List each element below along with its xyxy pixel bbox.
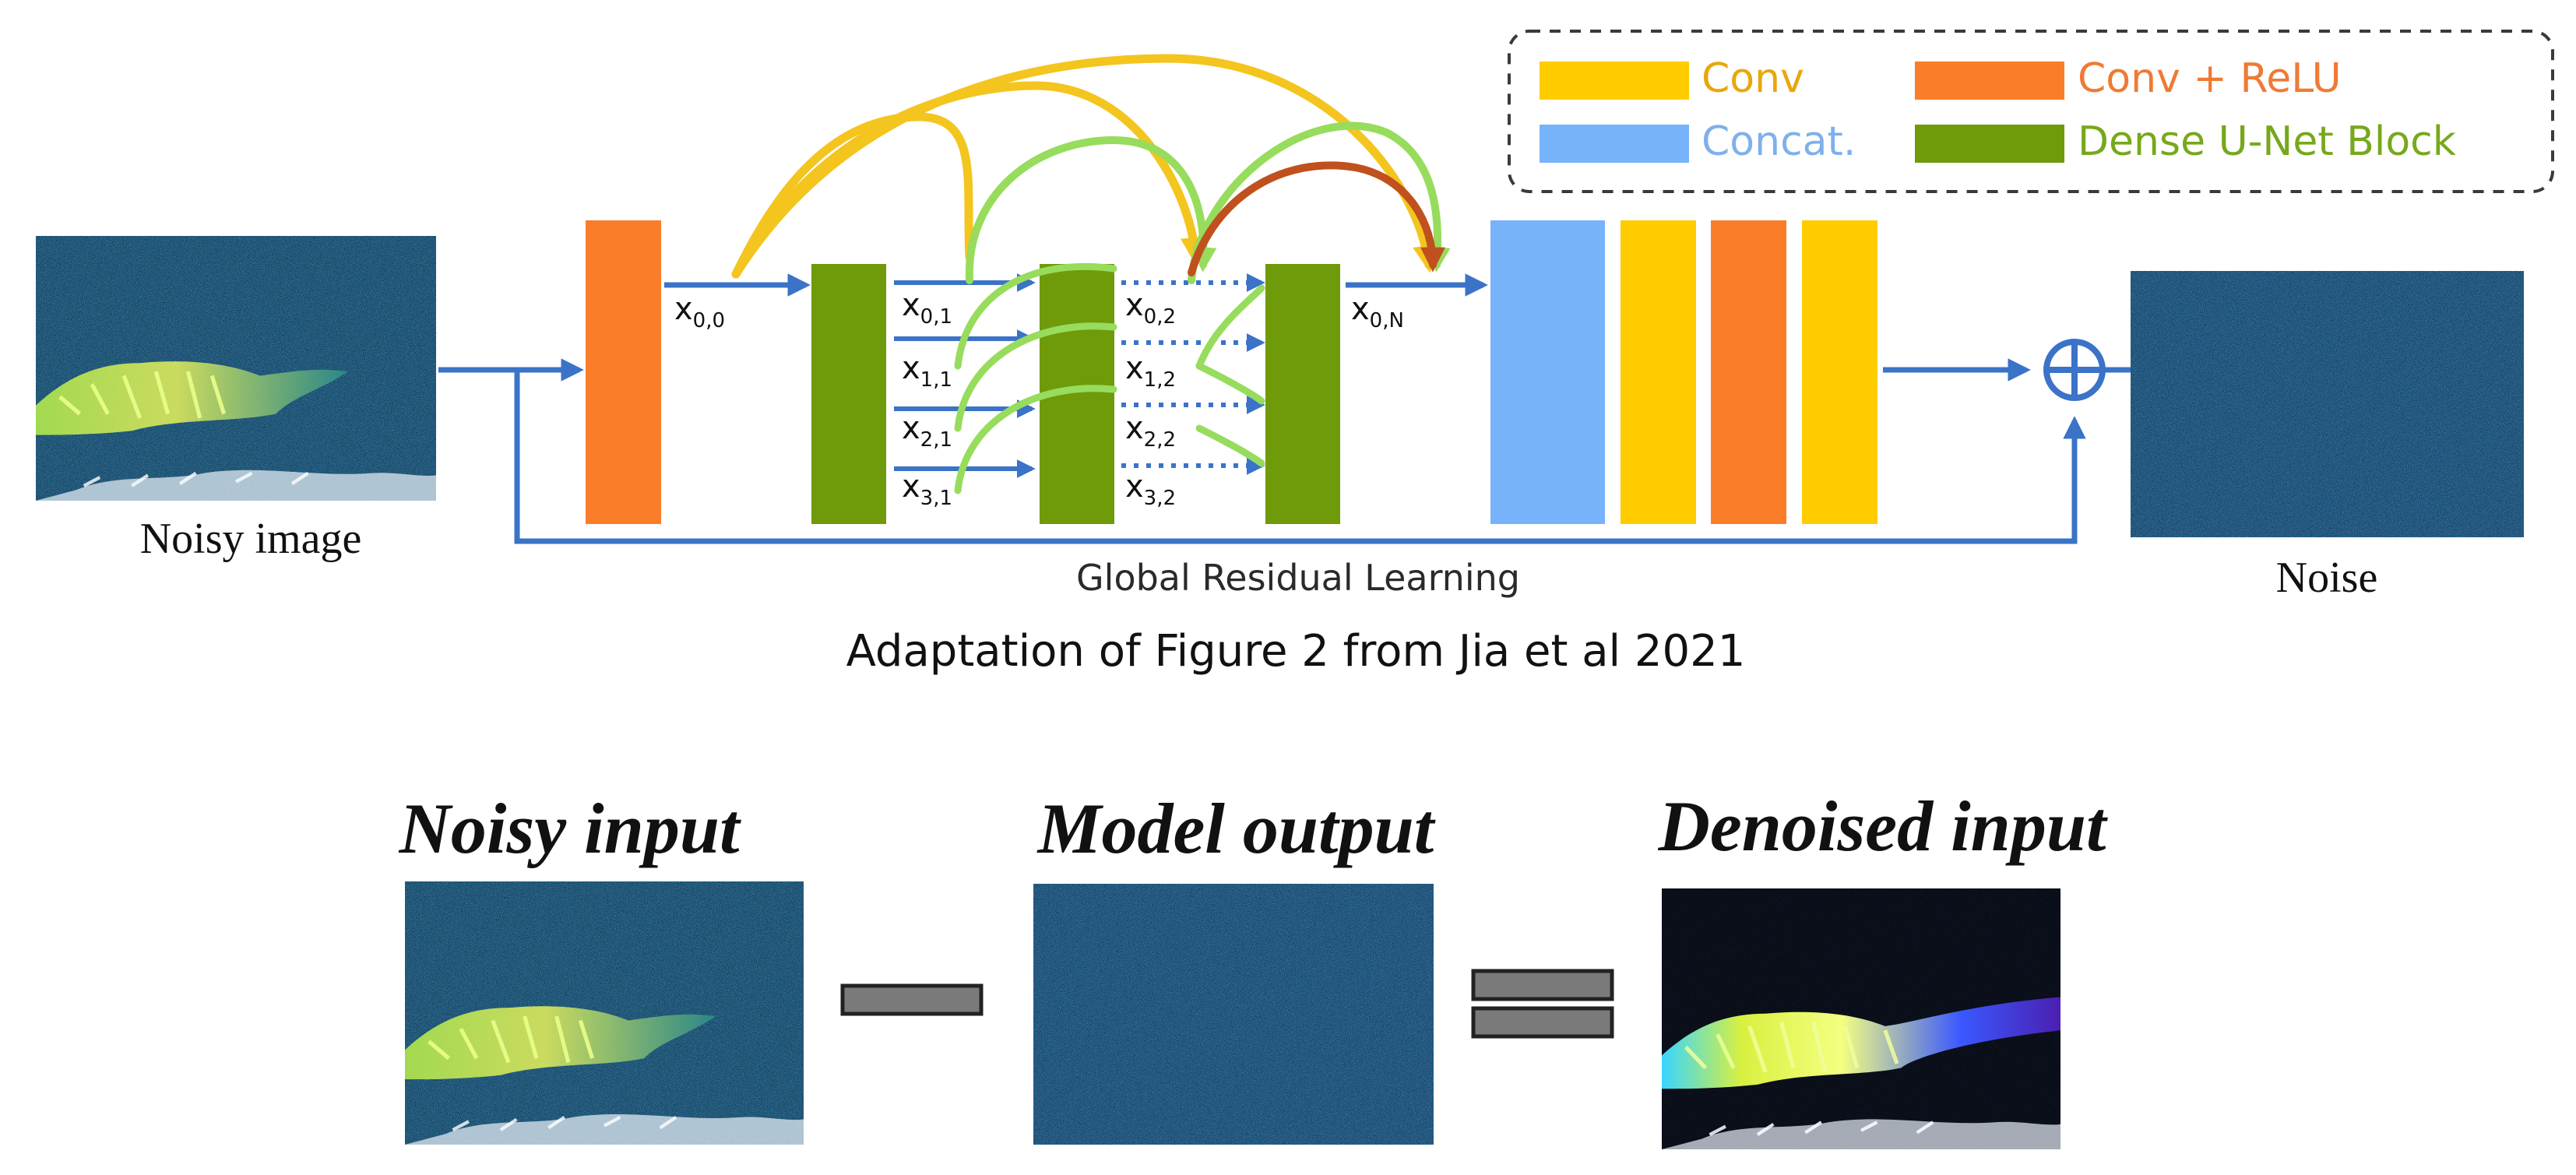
feature-label-x00: x0,0 (674, 291, 725, 332)
equation-model-output-image (1033, 884, 1434, 1145)
legend-label-concat: Concat. (1701, 118, 1856, 165)
feature-label-x12: x1,2 (1125, 350, 1176, 392)
feature-label-x31: x3,1 (902, 469, 952, 510)
arc-yellow-short (731, 112, 974, 279)
feature-arrows-stage2 (1121, 273, 1265, 475)
feature-label-x21: x2,1 (902, 410, 952, 452)
feature-label-x32: x3,2 (1125, 469, 1176, 510)
feature-label-x11: x1,1 (902, 350, 952, 392)
legend-swatch-dense-block (1915, 125, 2064, 163)
noise-thumbnail (2131, 271, 2524, 537)
arc-red (1188, 161, 1445, 276)
arc-green-h (1195, 424, 1265, 467)
dense-unet-block-1 (811, 264, 886, 524)
noisy-image-label: Noisy image (140, 515, 362, 563)
equation-noisy-input-image (405, 881, 804, 1145)
feature-label-x01: x0,1 (902, 287, 952, 329)
minus-sign (840, 983, 984, 1016)
equation-denoised-input-image (1662, 888, 2060, 1149)
arc-yellow-mid (731, 81, 1209, 279)
sum-node (2043, 339, 2106, 401)
legend-swatch-concat (1540, 125, 1689, 163)
conv-block-2 (1802, 220, 1877, 524)
legend-label-conv: Conv (1701, 55, 1804, 102)
legend-label-conv-relu: Conv + ReLU (2078, 55, 2342, 102)
skip-connection-arcs (731, 54, 1451, 494)
equals-sign (1471, 969, 1614, 1039)
conv-relu-block (586, 220, 661, 524)
arc-green-g (1195, 362, 1265, 405)
arc-green-d (954, 322, 1117, 432)
legend-swatch-conv-relu (1915, 62, 2064, 100)
feature-label-x0N: x0,N (1351, 291, 1404, 332)
equation-title-denoised-input: Denoised input (1657, 786, 2108, 866)
figure-caption: Adaptation of Figure 2 from Jia et al 20… (846, 626, 1746, 677)
global-residual-path (514, 370, 2086, 544)
equation-title-model-output: Model output (1036, 789, 1436, 868)
dense-unet-block-3 (1265, 264, 1340, 524)
noisy-image-thumbnail (36, 236, 436, 501)
arc-yellow-long (731, 54, 1441, 279)
arc-green-c (954, 262, 1117, 370)
conv-block-1 (1621, 220, 1696, 524)
legend-swatch-conv (1540, 62, 1689, 100)
legend: Conv Conv + ReLU Concat. Dense U-Net Blo… (1508, 30, 2554, 193)
legend-label-dense-block: Dense U-Net Block (2078, 118, 2456, 165)
conv-relu-block-2 (1711, 220, 1786, 524)
equation-title-noisy-input: Noisy input (398, 789, 741, 868)
global-residual-label: Global Residual Learning (1076, 557, 1520, 599)
concat-block (1490, 220, 1605, 524)
arc-green-a (965, 135, 1217, 284)
arc-green-f (1195, 284, 1265, 370)
noise-label: Noise (2276, 554, 2378, 602)
arc-green-b (1188, 121, 1451, 284)
legend-border (1508, 30, 2554, 193)
feature-label-x22: x2,2 (1125, 410, 1176, 452)
arc-green-e (954, 385, 1117, 494)
feature-label-x02: x0,2 (1125, 287, 1176, 329)
